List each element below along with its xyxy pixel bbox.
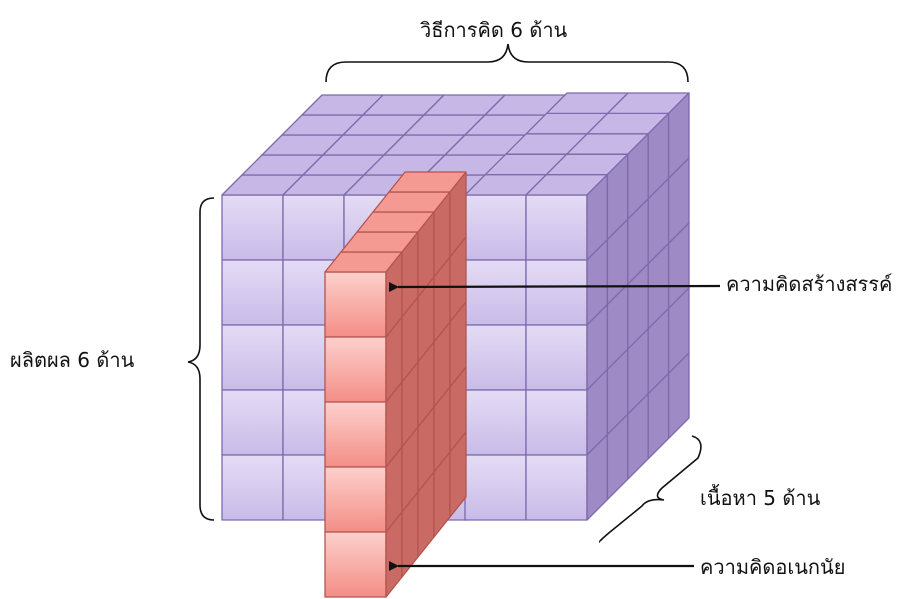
products-label: ผลิตผล 6 ด้าน — [10, 348, 135, 372]
right-block-front-cell — [525, 389, 588, 456]
pink-slab-front-cell — [324, 271, 387, 338]
depth-brace — [598, 435, 702, 543]
right-block-front-cell — [525, 194, 588, 261]
right-block-front-cell — [464, 324, 527, 391]
right-block-front-cell — [464, 259, 527, 326]
pink-slab-side-cell — [449, 431, 467, 518]
content-label: เนื้อหา 5 ด้าน — [700, 486, 821, 510]
thinking-operations-label: วิธีการคิด 6 ด้าน — [420, 18, 568, 42]
left-block-front-cell — [282, 194, 345, 261]
creative-thinking-arrow — [388, 282, 721, 293]
right-block-front-cell — [464, 389, 527, 456]
right-block-front-cell — [525, 259, 588, 326]
pink-slab-front-cell — [324, 466, 387, 533]
right-block-front-cell — [464, 454, 527, 521]
left-block-front-cell — [221, 194, 284, 261]
left-block-front-cell — [221, 454, 284, 521]
divergent-thinking-label: ความคิดอเนกนัย — [700, 555, 846, 579]
left-block-front-cell — [221, 389, 284, 456]
left-brace — [187, 197, 215, 521]
top-brace — [325, 43, 689, 83]
pink-slab-front-cell — [324, 401, 387, 468]
left-block-front-cell — [221, 324, 284, 391]
pink-slab-front-cell — [324, 336, 387, 403]
right-block-front-cell — [525, 454, 588, 521]
right-block-front-cell — [525, 324, 588, 391]
pink-slab-front-cell — [324, 531, 387, 598]
creative-thinking-label: ความคิดสร้างสรรค์ — [726, 272, 893, 296]
right-block-front-cell — [464, 194, 527, 261]
left-block-front-cell — [221, 259, 284, 326]
right-block-side-cell — [667, 352, 690, 440]
